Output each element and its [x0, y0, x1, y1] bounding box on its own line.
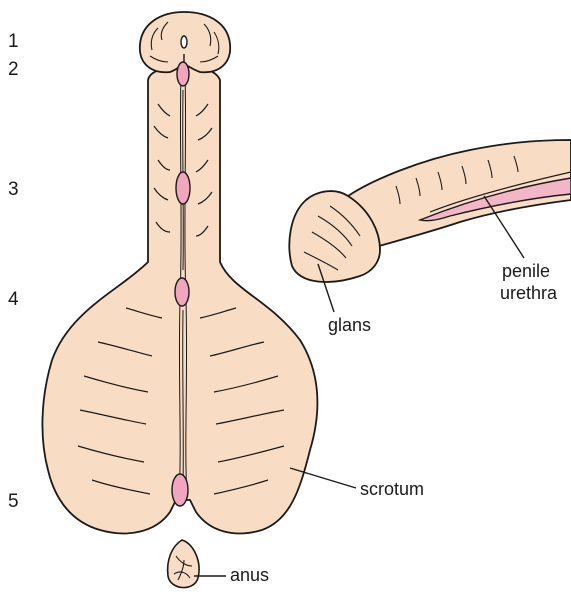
site-number-3: 3	[8, 180, 19, 199]
anus-label: anus	[230, 566, 269, 584]
penile-urethra-label-line1: penile	[502, 262, 550, 280]
scrotum-label: scrotum	[360, 480, 424, 498]
site-4-marker	[175, 278, 189, 306]
glans-label: glans	[328, 316, 371, 334]
site-3-marker	[176, 172, 190, 204]
penile-urethra-label-line2: urethra	[500, 284, 557, 302]
urethral-meatus	[181, 36, 187, 48]
site-number-2: 2	[8, 60, 19, 79]
site-5-marker	[172, 474, 188, 506]
site-2-marker	[177, 62, 189, 86]
site-number-5: 5	[8, 492, 19, 511]
site-number-1: 1	[8, 32, 19, 51]
site-number-4: 4	[8, 290, 19, 309]
